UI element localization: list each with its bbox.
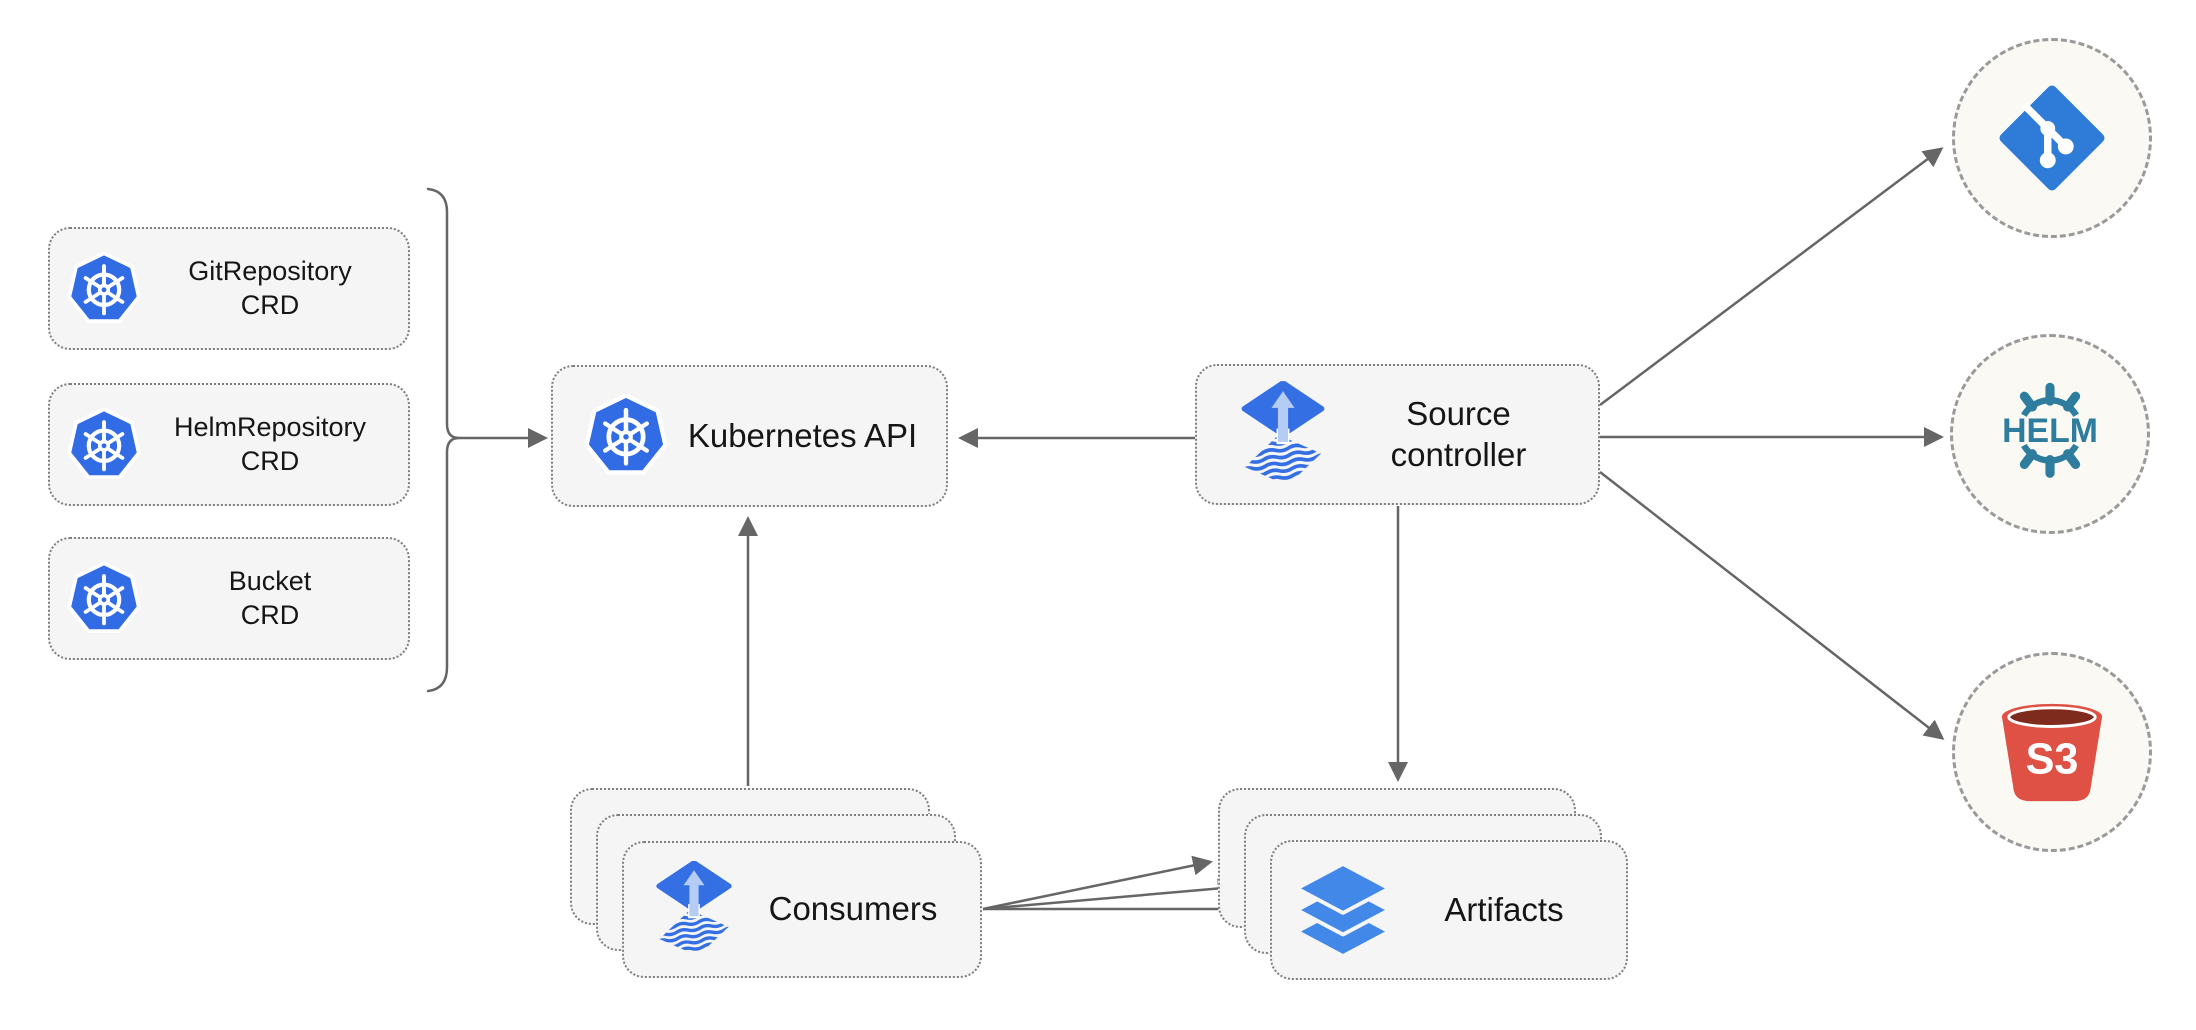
kubernetes-logo-icon (583, 393, 669, 479)
node-label: GitRepository CRD (142, 255, 408, 322)
node-helm-source: HELM (1950, 334, 2150, 534)
node-label: HelmRepository CRD (142, 411, 408, 478)
label-line: CRD (240, 599, 300, 630)
edge-source-controller-to-s3 (1599, 471, 1945, 740)
s3-logo-text: S3 (2026, 736, 2079, 784)
node-label: Consumers (736, 889, 980, 930)
label-line: Consumers (768, 890, 938, 928)
label-line: Bucket (228, 566, 312, 597)
label-line: Artifacts (1444, 890, 1564, 928)
edge-consumers-to-artifacts-2 (982, 878, 1238, 911)
node-bucket-crd: Bucket CRD (48, 537, 410, 660)
label-line: CRD (240, 289, 300, 320)
kubernetes-logo-icon (66, 251, 142, 327)
helm-logo-icon: HELM (2002, 382, 2098, 478)
label-line: CRD (240, 445, 300, 476)
node-consumers: Consumers (622, 841, 982, 978)
node-helmrepository-crd: HelmRepository CRD (48, 383, 410, 506)
node-s3-source: S3 (1952, 652, 2152, 852)
node-label: Bucket CRD (142, 565, 408, 632)
label-line: GitRepository (188, 256, 352, 287)
node-git-source (1952, 38, 2152, 238)
node-label: Source controller (1329, 394, 1598, 476)
label-line: Source (1406, 394, 1511, 432)
edge-consumers-to-artifacts-1 (982, 855, 1213, 911)
helm-logo-text: HELM (2002, 412, 2098, 450)
node-artifacts: Artifacts (1270, 840, 1628, 980)
label-line: Kubernetes API (687, 416, 918, 454)
edge-source-controller-to-git (1599, 147, 1944, 406)
node-label: Kubernetes API (669, 416, 946, 457)
node-gitrepository-crd: GitRepository CRD (48, 227, 410, 350)
node-kubernetes-api: Kubernetes API (551, 365, 948, 507)
kubernetes-logo-icon (66, 561, 142, 637)
label-line: HelmRepository (173, 412, 367, 443)
label-line: controller (1390, 435, 1527, 473)
kubernetes-logo-icon (66, 407, 142, 483)
flux-logo-icon (1237, 381, 1329, 488)
flux-logo-icon (652, 861, 736, 958)
s3-bucket-icon: S3 (2001, 703, 2103, 802)
crd-group-bracket (426, 187, 461, 693)
layers-icon (1294, 861, 1392, 959)
git-logo-icon (1999, 85, 2105, 191)
node-source-controller: Source controller (1195, 364, 1600, 505)
node-label: Artifacts (1392, 890, 1626, 931)
